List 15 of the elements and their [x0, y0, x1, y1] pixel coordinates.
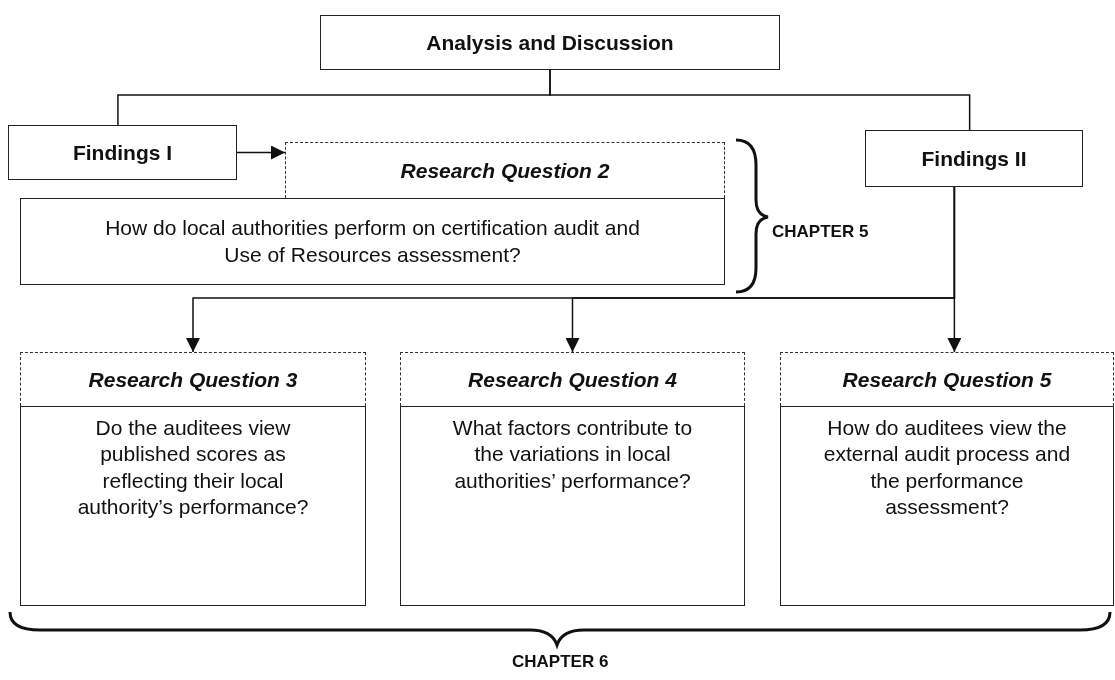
connector-arrow [947, 186, 962, 353]
heading-box: Findings I [8, 125, 237, 180]
heading-box: Findings II [865, 130, 1083, 187]
question-heading-box: Research Question 2 [285, 142, 725, 198]
chapter-label: CHAPTER 5 [772, 222, 869, 242]
question-box: How do local authorities perform on certification audit and Use of Resources assessment? [20, 198, 725, 285]
heading-box: Analysis and Discussion [320, 15, 780, 70]
connector-arrow [236, 145, 286, 160]
question-heading-box: Research Question 5 [780, 352, 1114, 406]
question-box: Do the auditees view published scores as reflecting their local authority’s performance? [20, 406, 366, 606]
chapter-label: CHAPTER 6 [512, 652, 609, 672]
question-heading-box: Research Question 4 [400, 352, 745, 406]
question-box: How do auditees view the external audit process and the performance assessment? [780, 406, 1114, 606]
question-heading-box: Research Question 3 [20, 352, 366, 406]
question-box: What factors contribute to the variations in local authorities’ performance? [400, 406, 745, 606]
